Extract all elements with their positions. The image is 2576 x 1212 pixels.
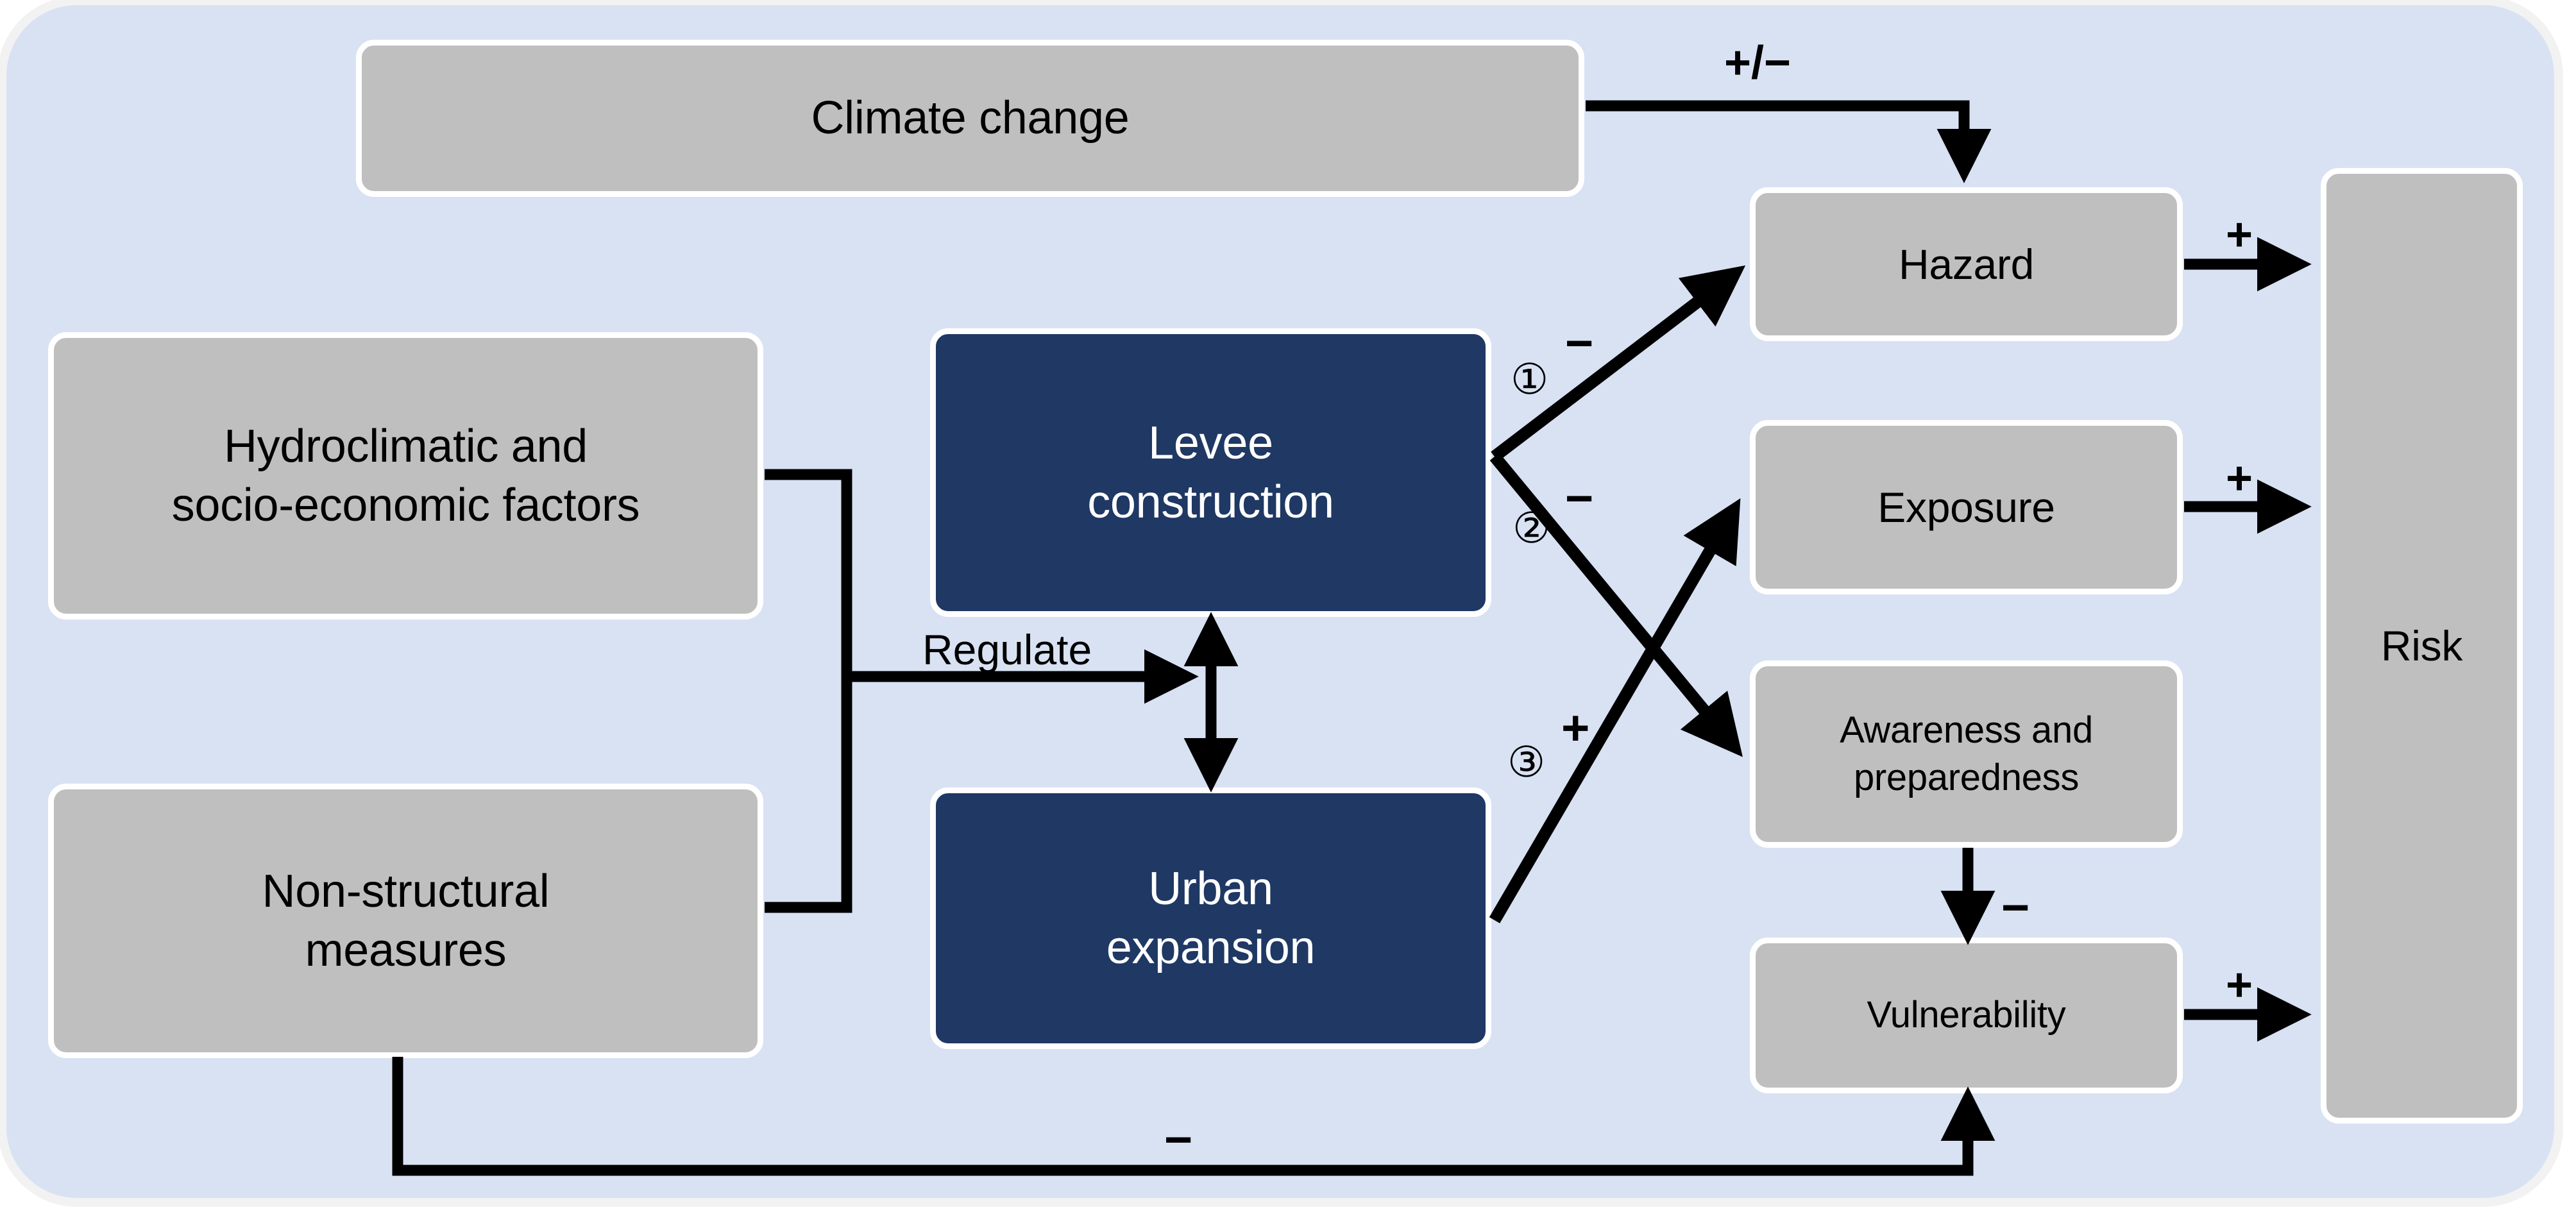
node-hazard[interactable]: Hazard — [1750, 187, 2183, 341]
node-non-structural-measures[interactable]: Non-structural measures — [48, 784, 763, 1058]
node-non-structural-label: Non-structural measures — [262, 865, 550, 976]
node-risk[interactable]: Risk — [2321, 168, 2523, 1124]
edge-number-levee-to-awareness: ② — [1513, 504, 1551, 551]
node-hazard-label: Hazard — [1899, 240, 2034, 288]
edge-sign-levee-to-awareness: − — [1565, 471, 1594, 526]
node-climate-change-label: Climate change — [811, 92, 1130, 144]
node-vulnerability[interactable]: Vulnerability — [1750, 938, 2183, 1093]
node-hydroclimatic-socioeconomic[interactable]: Hydroclimatic and socio-economic factors — [48, 332, 763, 619]
edge-label-regulate: Regulate — [922, 626, 1092, 673]
node-risk-label: Risk — [2380, 621, 2463, 669]
edge-sign-levee-to-hazard: − — [1565, 316, 1594, 371]
edge-label-nonstructural-to-vulnerability: − — [1164, 1113, 1193, 1167]
node-exposure-label: Exposure — [1877, 483, 2055, 531]
node-hydroclimatic-label: Hydroclimatic and socio-economic factors — [171, 420, 640, 531]
node-levee-construction[interactable]: Levee construction — [930, 328, 1491, 617]
edge-label-vulnerability-to-risk: + — [2226, 959, 2253, 1011]
node-urban-expansion-label: Urban expansion — [1106, 863, 1316, 973]
edge-number-levee-to-hazard: ① — [1511, 355, 1549, 403]
node-vulnerability-label: Vulnerability — [1867, 994, 2066, 1036]
node-exposure[interactable]: Exposure — [1750, 420, 2183, 594]
edge-label-exposure-to-risk: + — [2226, 453, 2253, 504]
node-awareness-preparedness[interactable]: Awareness and preparedness — [1750, 661, 2183, 848]
edge-label-awareness-to-vulnerability: − — [2001, 880, 2030, 935]
node-awareness-label: Awareness and preparedness — [1840, 709, 2093, 798]
edge-sign-urban-to-exposure: + — [1561, 701, 1590, 755]
node-urban-expansion[interactable]: Urban expansion — [930, 787, 1491, 1049]
edge-label-climate-to-hazard: +/− — [1724, 37, 1792, 88]
node-climate-change[interactable]: Climate change — [356, 40, 1584, 197]
node-levee-construction-label: Levee construction — [1087, 417, 1334, 528]
edge-label-hazard-to-risk: + — [2226, 209, 2253, 260]
edge-number-urban-to-exposure: ③ — [1507, 738, 1546, 786]
